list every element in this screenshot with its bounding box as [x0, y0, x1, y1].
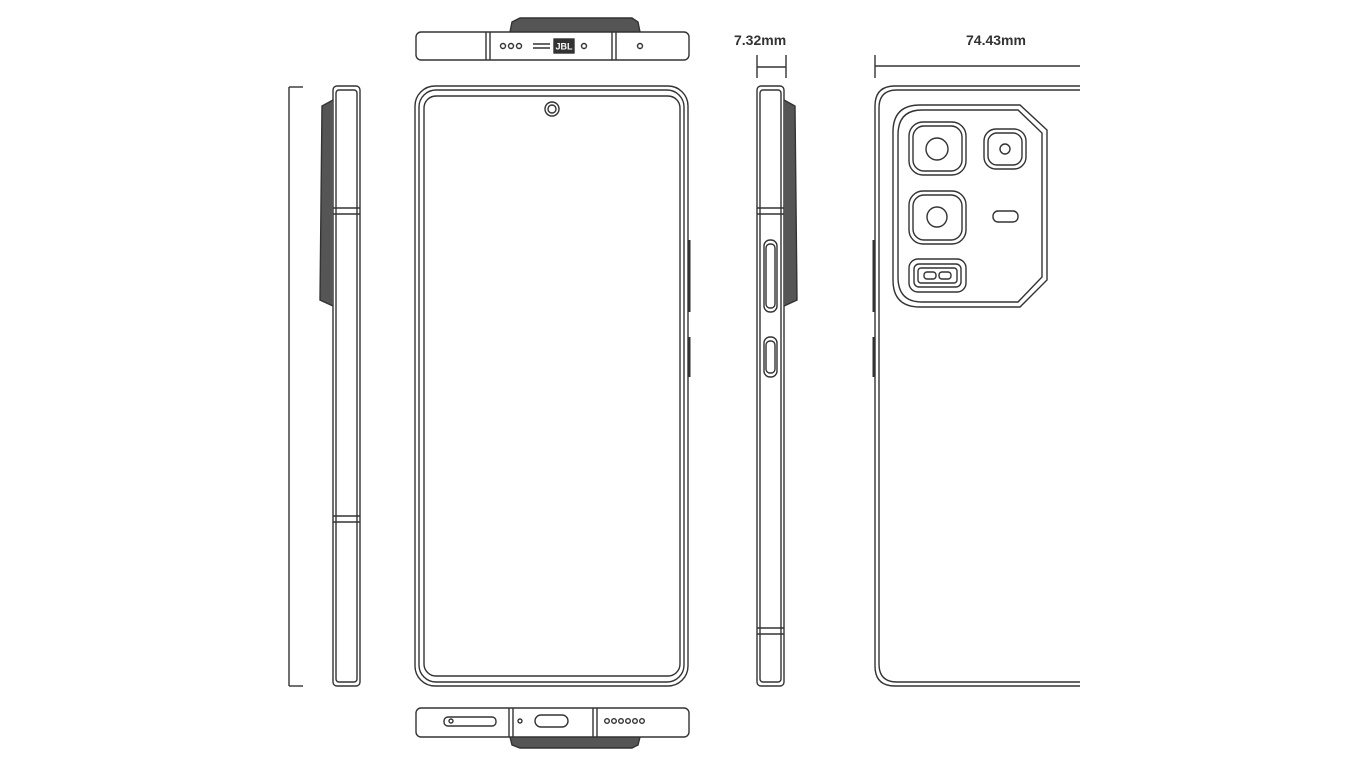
power-button: [763, 336, 778, 378]
back-view: [872, 55, 1080, 687]
front-camera-icon: [544, 101, 560, 117]
left-side-view: [319, 85, 361, 687]
depth-dimension-label: 7.32mm: [734, 32, 787, 48]
front-view: [414, 85, 691, 687]
ultrawide-lens: [908, 190, 967, 245]
screen: [423, 95, 681, 677]
top-view: JBL: [415, 17, 690, 61]
jbl-logo: [553, 38, 575, 54]
jbl-logo-text: JBL: [555, 42, 573, 52]
height-dimension-line: [288, 86, 303, 687]
camera-module: [892, 104, 1048, 308]
volume-button: [763, 239, 778, 313]
bottom-view: [415, 707, 690, 749]
sim-tray: [443, 716, 497, 727]
telephoto-lens: [983, 128, 1027, 170]
sensor: [992, 210, 1019, 223]
usb-c-port: [534, 714, 569, 728]
width-dimension-label: 74.43mm: [966, 32, 1026, 48]
flash: [908, 258, 967, 293]
right-side-view: [756, 55, 798, 687]
main-camera-lens: [908, 121, 967, 176]
